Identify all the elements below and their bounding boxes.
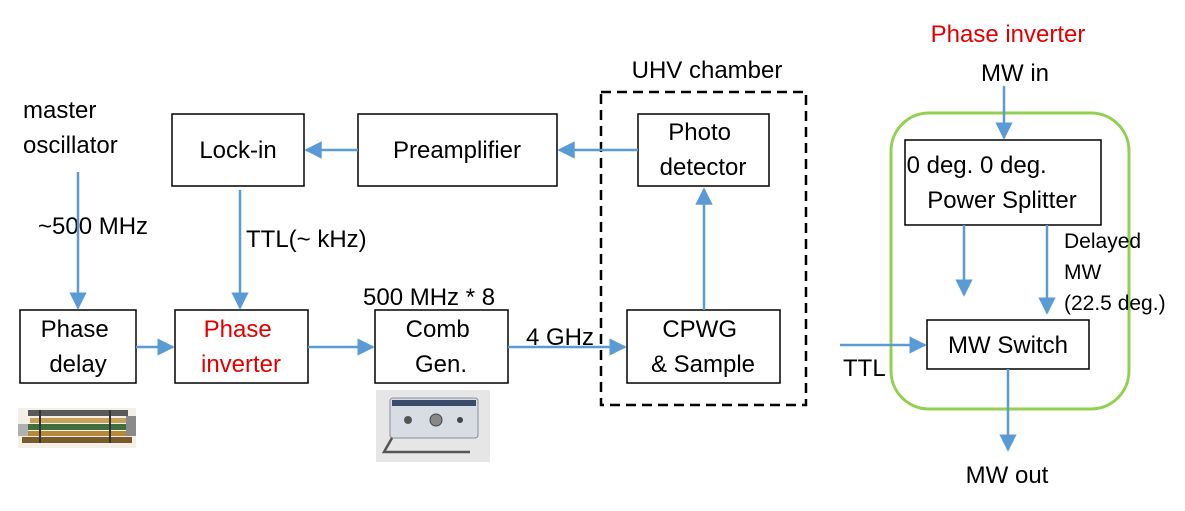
comb-gen-label: Comb Gen. xyxy=(406,316,477,378)
lockin-box xyxy=(171,113,305,187)
phase-delay-device-photo xyxy=(18,408,136,448)
uhv-chamber-frame xyxy=(599,90,808,407)
ttl-khz-label: TTL(~ kHz) xyxy=(246,226,367,253)
multiplier-label: 500 MHz * 8 xyxy=(363,284,495,311)
phase-inverter-label: Phase inverter xyxy=(201,316,281,378)
mw-switch-box xyxy=(926,319,1090,370)
comb-generator-device-photo xyxy=(376,390,490,462)
phase-inverter-title: Phase inverter xyxy=(931,21,1086,48)
phase-delay-label: Phase delay xyxy=(41,316,116,378)
frequency-label: ~500 MHz xyxy=(38,213,148,240)
lockin-label: Lock-in xyxy=(199,137,276,164)
comb-gen-box xyxy=(374,309,509,384)
photodetector-label: Photo detector xyxy=(660,119,747,181)
ttl-label: TTL xyxy=(843,355,886,382)
master-oscillator-label: master oscillator xyxy=(23,97,118,159)
cpwg-sample-label: CPWG & Sample xyxy=(651,316,755,378)
uhv-chamber-label: UHV chamber xyxy=(632,57,783,84)
cpwg-sample-box xyxy=(626,309,781,384)
preamplifier-label: Preamplifier xyxy=(393,137,521,164)
mw-out-label: MW out xyxy=(966,462,1049,489)
mw-in-label: MW in xyxy=(981,60,1049,87)
phase-inverter-frame xyxy=(889,111,1131,411)
power-splitter-label: 0 deg. 0 deg. Power Splitter xyxy=(907,152,1077,214)
mw-switch-label: MW Switch xyxy=(948,332,1068,359)
power-splitter-box xyxy=(904,139,1102,226)
preamplifier-box xyxy=(357,113,558,187)
delayed-mw-label: Delayed MW (22.5 deg.) xyxy=(1064,230,1166,315)
